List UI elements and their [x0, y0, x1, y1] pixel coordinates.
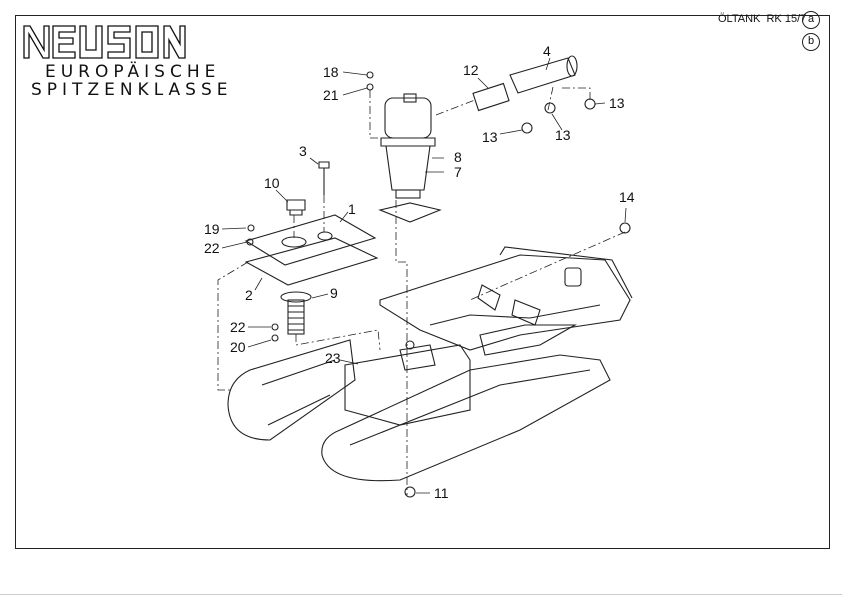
return-filter: [378, 93, 442, 223]
callout-21: 21: [323, 87, 339, 103]
filler-cap: [286, 199, 306, 216]
logo-tagline-1: EUROPÄISCHE: [45, 62, 221, 82]
variant-b-marker: b: [802, 33, 820, 51]
page-edge: [0, 594, 842, 595]
callout-2: 2: [245, 287, 253, 303]
callout-22: 22: [204, 240, 220, 256]
callout-13: 13: [609, 95, 625, 111]
callout-14: 14: [619, 189, 635, 205]
dipstick: [318, 161, 330, 195]
callout-22: 22: [230, 319, 246, 335]
callout-23: 23: [325, 350, 341, 366]
callout-9: 9: [330, 285, 338, 301]
callout-11: 11: [434, 485, 449, 501]
assembly-lines: [217, 86, 626, 495]
variant-a-marker: a: [802, 11, 820, 29]
callout-4: 4: [543, 43, 551, 59]
drawing-frame: [15, 15, 830, 549]
right-track: [321, 354, 611, 482]
callout-numbers: 18 21 12 4 13 13 13 3 8 7 10 1 19 22 14 …: [204, 43, 635, 501]
tank-cover-plate: [244, 214, 379, 286]
callout-8: 8: [454, 149, 462, 165]
callout-3: 3: [299, 143, 307, 159]
neuson-logo: [22, 24, 187, 65]
callout-13: 13: [555, 127, 571, 143]
main-frame: [379, 246, 633, 371]
callout-20: 20: [230, 339, 246, 355]
logo-tagline-2: SPITZENKLASSE: [31, 80, 233, 100]
drawing-title: ÖLTANK RK 15/7: [718, 13, 807, 25]
suction-strainer: [280, 291, 312, 335]
left-track: [227, 339, 356, 441]
callout-7: 7: [454, 164, 462, 180]
callout-19: 19: [204, 221, 220, 237]
callout-13: 13: [482, 129, 498, 145]
callout-10: 10: [264, 175, 280, 191]
logo-wordmark: [23, 25, 186, 59]
callout-1: 1: [348, 201, 356, 217]
callout-12: 12: [463, 62, 479, 78]
undercarriage-body: [344, 344, 471, 426]
pipe-and-fittings: [246, 55, 631, 498]
callout-18: 18: [323, 64, 339, 80]
leader-lines: [221, 57, 627, 494]
